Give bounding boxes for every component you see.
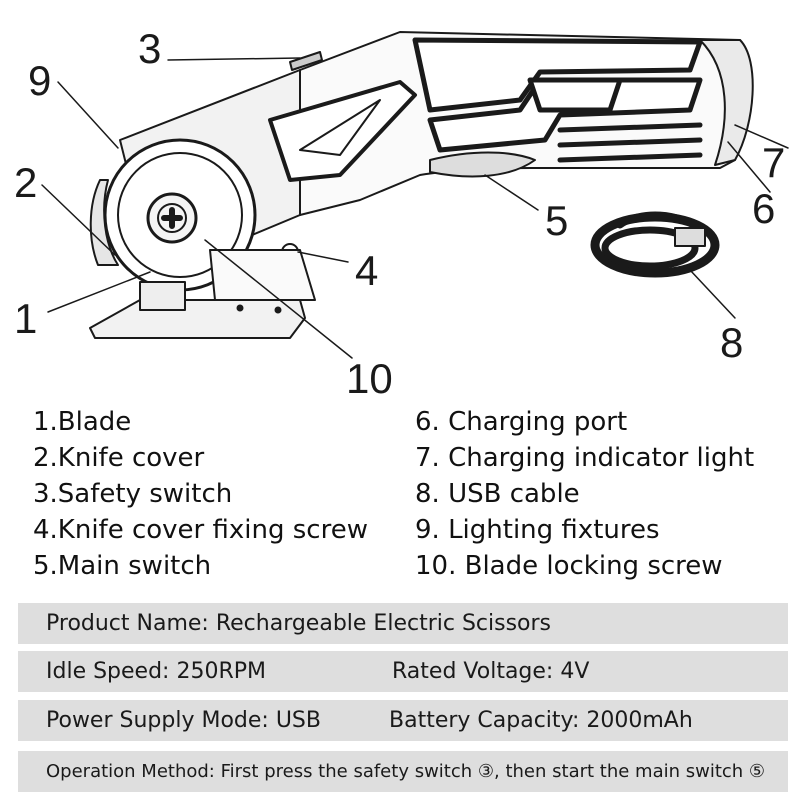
callout-10: 10 [346,355,393,402]
callout-1: 1 [14,295,38,342]
callout-4: 4 [355,247,379,294]
callout-6: 6 [752,185,776,232]
legend-item-blade: 1.Blade [33,407,132,437]
legend-item-knife-cover: 2.Knife cover [33,443,205,473]
parts-legend: 1.Blade 2.Knife cover 3.Safety switch 4.… [0,402,800,592]
base-foot [139,281,186,311]
safety-switch-shape [289,51,323,71]
legend-item-blade-screw: 10. Blade locking screw [415,551,723,581]
usb-cable [590,211,720,278]
spec-product-name: Product Name: Rechargeable Electric Scis… [46,611,552,636]
callout-5: 5 [545,197,569,244]
spec-operation-method: Operation Method: First press the safety… [46,761,766,782]
spec-battery-capacity: Battery Capacity: 2000mAh [389,708,693,733]
spec-row-power-battery: Power Supply Mode: USB Battery Capacity:… [18,700,788,741]
spec-rated-voltage: Rated Voltage: 4V [392,659,590,684]
legend-item-indicator-light: 7. Charging indicator light [415,443,755,473]
legend-item-cover-screw: 4.Knife cover fixing screw [33,515,368,545]
callout-7: 7 [762,139,786,186]
legend-item-charging-port: 6. Charging port [415,407,628,437]
scissors-diagram [41,31,789,359]
spec-row-speed-voltage: Idle Speed: 250RPM Rated Voltage: 4V [18,651,788,692]
callout-8: 8 [720,319,744,366]
main-switch-shape [429,151,536,178]
end-cap [699,39,754,166]
grip-pattern [412,37,703,163]
spec-row-product: Product Name: Rechargeable Electric Scis… [18,603,788,644]
legend-item-safety-switch: 3.Safety switch [33,479,233,509]
legend-item-usb-cable: 8. USB cable [415,479,580,509]
callout-9: 9 [28,57,52,104]
base-plate [89,299,306,339]
spec-idle-speed: Idle Speed: 250RPM [46,659,266,684]
spec-row-operation: Operation Method: First press the safety… [18,751,788,792]
spec-power-supply: Power Supply Mode: USB [46,708,321,733]
legend-item-lighting: 9. Lighting fixtures [415,515,660,545]
callout-3: 3 [138,25,162,72]
callout-2: 2 [14,159,38,206]
legend-item-main-switch: 5.Main switch [33,551,212,581]
knife-cover-shape [89,179,119,266]
leader-lines [41,57,789,359]
